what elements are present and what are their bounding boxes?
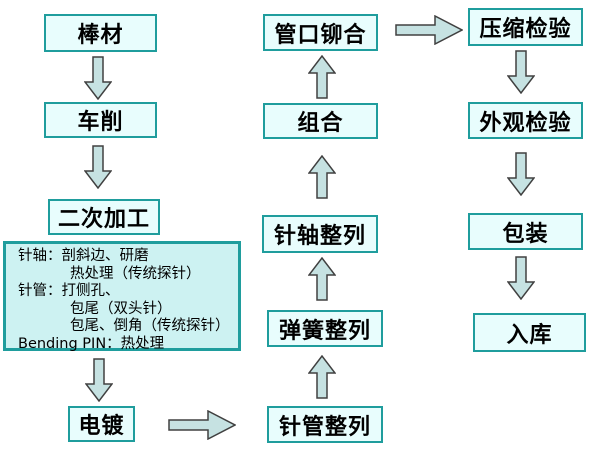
node-process-detail: 针轴：剖斜边、研磨 热处理（传统探针） 针管：打侧孔、 包尾（双头针） 包尾、倒…	[3, 241, 241, 352]
process-detail-line: 针轴：剖斜边、研磨	[18, 248, 149, 264]
flow-arrow-right-icon	[168, 410, 236, 440]
flow-arrow-up-icon	[308, 355, 336, 399]
node-visual-inspection: 外观检验	[468, 102, 583, 139]
node-secondary-processing: 二次加工	[48, 199, 160, 235]
node-tube-mouth-riveting: 管口铆合	[263, 14, 378, 51]
flow-arrow-down-icon	[507, 50, 535, 94]
node-packaging: 包装	[468, 213, 583, 250]
node-turning: 车削	[44, 102, 157, 138]
flow-arrow-down-icon	[85, 358, 113, 402]
flow-arrow-down-icon	[507, 152, 535, 196]
flow-arrow-up-icon	[308, 55, 336, 99]
process-detail-line: 包尾、倒角（传统探针）	[70, 318, 230, 334]
node-compression-inspection: 压缩检验	[468, 8, 583, 46]
node-assembly: 组合	[263, 103, 378, 139]
node-electroplating: 电镀	[68, 406, 135, 442]
process-detail-line: 包尾（双头针）	[70, 300, 172, 317]
node-spring-alignment: 弹簧整列	[267, 310, 383, 347]
flow-arrow-up-icon	[308, 155, 336, 199]
process-detail-line: 针管：打侧孔、	[18, 283, 120, 299]
flow-arrow-down-icon	[84, 145, 112, 189]
flow-arrow-right-icon	[395, 15, 463, 45]
flow-arrow-up-icon	[308, 257, 336, 301]
flow-arrow-down-icon	[507, 256, 535, 300]
node-bar-stock: 棒材	[44, 14, 157, 52]
process-detail-line: 热处理（传统探针）	[70, 265, 201, 282]
node-warehousing: 入库	[473, 313, 586, 352]
node-needle-tube-alignment: 针管整列	[267, 406, 383, 443]
process-detail-line: Bending PIN：热处理	[18, 335, 165, 352]
node-needle-shaft-alignment: 针轴整列	[262, 215, 378, 253]
flow-arrow-down-icon	[84, 56, 112, 100]
